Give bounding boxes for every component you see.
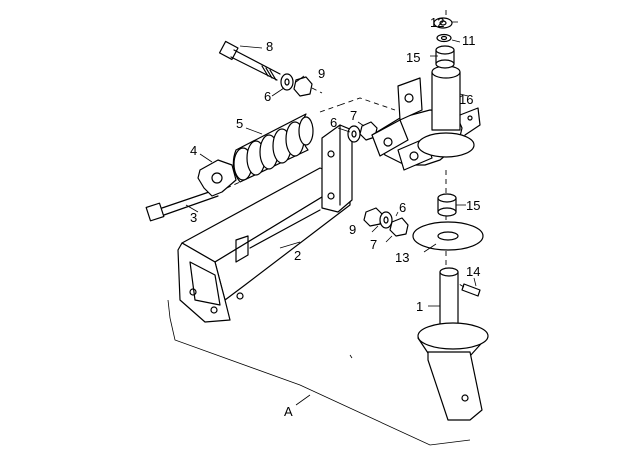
callout-15-lower: 15: [466, 198, 480, 213]
callout-1: 1: [416, 299, 423, 314]
callout-5: 5: [236, 116, 243, 131]
callout-9-top: 9: [318, 66, 325, 81]
callout-15-top: 15: [406, 50, 420, 65]
callout-16: 16: [459, 92, 473, 107]
callout-14: 14: [466, 264, 480, 279]
bushing-15-lower: [437, 193, 457, 217]
callout-9-lower: 9: [349, 222, 356, 237]
callout-8: 8: [266, 39, 273, 54]
bolt-3: [145, 181, 241, 222]
callout-a: A: [284, 404, 293, 419]
vertical-plate: [319, 97, 396, 213]
callout-4: 4: [190, 143, 197, 158]
callout-labels: 1 2 3 4 5 6 6 6 7 7 8 9 9 11 12 13 14 15…: [190, 15, 480, 419]
washer-13: [412, 221, 484, 251]
leader-lines: [185, 21, 477, 406]
spindle-1: [417, 267, 489, 421]
callout-11: 11: [462, 33, 476, 48]
pivot-bracket: [371, 65, 481, 171]
washer-nut-top: [280, 73, 323, 97]
callout-13: 13: [395, 250, 409, 265]
callout-6-lower: 6: [399, 200, 406, 215]
callout-6-top: 6: [264, 89, 271, 104]
bolt-8: [218, 40, 281, 81]
washer-nut-lower: [363, 207, 409, 237]
spacer-4: [197, 159, 237, 197]
washer-nut-mid: [347, 121, 378, 143]
callout-2: 2: [294, 248, 301, 263]
callout-6-mid: 6: [330, 115, 337, 130]
callout-7-mid: 7: [350, 108, 357, 123]
frame-outline-a: [167, 299, 471, 446]
callout-3: 3: [190, 210, 197, 225]
callout-12: 12: [430, 15, 444, 30]
bushing-pack-5: [232, 113, 314, 183]
top-stack: [433, 10, 455, 69]
callout-7-lower: 7: [370, 237, 377, 252]
